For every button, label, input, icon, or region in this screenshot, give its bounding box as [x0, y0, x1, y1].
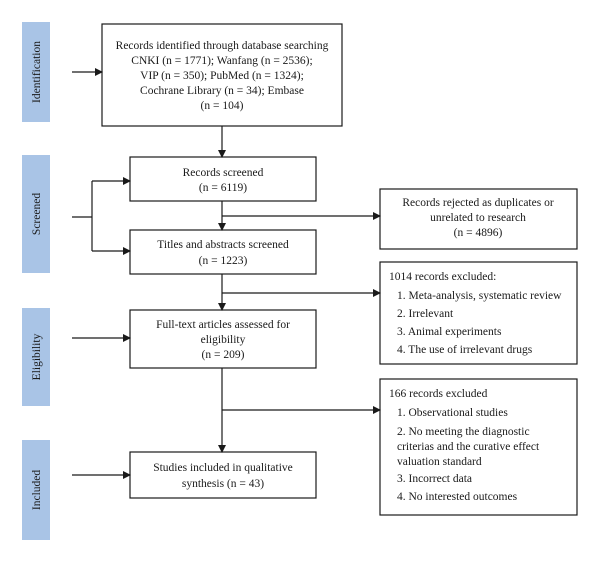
- stage-eligibility-label: Eligibility: [31, 333, 43, 380]
- excluded-1014-item: 2. Irrelevant: [397, 308, 454, 320]
- titles-text: Titles and abstracts screened (n = 1223): [157, 239, 289, 267]
- stage-screened: Screened: [22, 155, 50, 273]
- identified-box: [101, 23, 343, 127]
- excluded-166-item: criterias and the curative effect: [397, 441, 540, 453]
- excluded-166-text: 166 records excluded 1. Observational st…: [389, 388, 540, 503]
- identified-line: Records identified through database sear…: [116, 40, 329, 52]
- connectors: [72, 68, 381, 479]
- rejected-box: [379, 188, 578, 250]
- excluded-166-item: 4. No interested outcomes: [397, 491, 518, 503]
- fulltext-line: (n = 209): [202, 349, 245, 361]
- rejected-text: Records rejected as duplicates or unrela…: [402, 197, 554, 239]
- stage-identification: Identification: [22, 22, 50, 122]
- included-text: Studies included in qualitative synthesi…: [153, 462, 293, 490]
- identified-line: Cochrane Library (n = 34); Embase: [140, 85, 304, 97]
- excluded-166-box: [379, 378, 578, 516]
- fulltext-text: Full-text articles assessed for eligibil…: [156, 319, 290, 361]
- excluded-1014-box: [379, 261, 578, 365]
- screened-box: [129, 156, 317, 202]
- excluded-1014-title: 1014 records excluded:: [389, 271, 496, 283]
- excluded-1014-item: 1. Meta-analysis, systematic review: [397, 290, 562, 302]
- titles-line: (n = 1223): [199, 255, 248, 267]
- stage-screened-label: Screened: [31, 193, 43, 235]
- excluded-166-item: valuation standard: [397, 456, 482, 468]
- screened-text: Records screened (n = 6119): [183, 167, 264, 194]
- screened-line: Records screened: [183, 167, 264, 179]
- rejected-line: Records rejected as duplicates or: [402, 197, 554, 209]
- included-line: Studies included in qualitative: [153, 462, 293, 474]
- excluded-166-item: 2. No meeting the diagnostic: [397, 426, 530, 438]
- fulltext-line: eligibility: [201, 334, 246, 346]
- stage-identification-label: Identification: [31, 41, 43, 103]
- excluded-166-title: 166 records excluded: [389, 388, 488, 400]
- included-box: [129, 451, 317, 499]
- excluded-166-item: 3. Incorrect data: [397, 473, 472, 485]
- rejected-line: unrelated to research: [430, 212, 526, 224]
- excluded-166-item: 1. Observational studies: [397, 407, 508, 419]
- titles-box: [129, 229, 317, 275]
- excluded-1014-text: 1014 records excluded: 1. Meta-analysis,…: [389, 271, 562, 356]
- identified-line: (n = 104): [201, 100, 244, 112]
- excluded-1014-item: 4. The use of irrelevant drugs: [397, 344, 533, 356]
- titles-line: Titles and abstracts screened: [157, 239, 289, 251]
- identified-line: VIP (n = 350); PubMed (n = 1324);: [140, 70, 304, 82]
- included-line: synthesis (n = 43): [182, 478, 264, 490]
- stage-included-label: Included: [31, 470, 43, 510]
- stage-included: Included: [22, 440, 50, 540]
- identified-line: CNKI (n = 1771); Wanfang (n = 2536);: [131, 55, 312, 67]
- stage-eligibility: Eligibility: [22, 308, 50, 406]
- identified-text: Records identified through database sear…: [116, 40, 329, 112]
- excluded-1014-item: 3. Animal experiments: [397, 326, 502, 338]
- screened-line: (n = 6119): [199, 182, 247, 194]
- fulltext-line: Full-text articles assessed for: [156, 319, 290, 331]
- rejected-line: (n = 4896): [454, 227, 503, 239]
